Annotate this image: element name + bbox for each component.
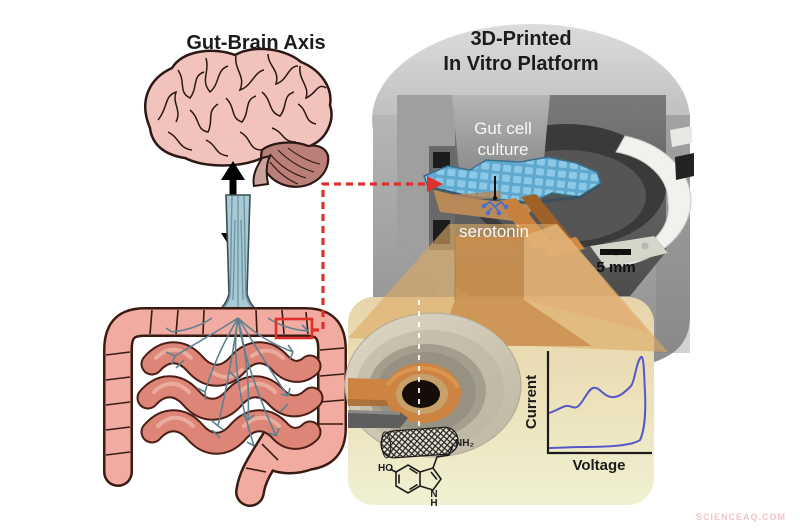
carbon-nanotube <box>380 426 459 459</box>
serotonin-release: serotonin <box>459 176 529 241</box>
amine-label: NH₂ <box>455 438 474 449</box>
cerebellum <box>260 141 330 188</box>
working-electrode-center <box>402 380 440 408</box>
vagus-nerve-bundle <box>209 194 267 317</box>
cv-curve <box>548 355 647 449</box>
hydroxyl-label: HO <box>378 463 393 474</box>
scale-bar: 5 mm <box>596 249 636 276</box>
graph-xlabel: Voltage <box>572 457 625 474</box>
haustra-notches <box>105 309 345 473</box>
serotonin-label: serotonin <box>459 222 529 241</box>
nerve-branches <box>165 317 309 447</box>
brain-illustration <box>144 47 333 188</box>
gut-brain-axis-title: Gut-Brain Axis <box>186 32 325 54</box>
electrode-disc <box>344 312 522 458</box>
cerebellum-striations <box>269 147 321 185</box>
graph-ylabel: Current <box>523 375 540 429</box>
gut-cell-label-line2: culture <box>477 140 528 159</box>
intestines-illustration <box>103 307 347 507</box>
serotonin-structure: HO NH₂ N H <box>378 438 474 509</box>
brainstem <box>252 154 272 188</box>
brain-gyri-lines <box>157 53 327 157</box>
culture-column <box>452 95 550 170</box>
watermark: SCIENCEAQ.COM <box>695 512 786 522</box>
voltammogram-graph: Current Voltage <box>523 351 652 474</box>
clamp-tab <box>670 126 692 147</box>
connector-arrowhead <box>427 176 443 192</box>
nitrogen-label: N <box>430 489 437 500</box>
device-title-line1: 3D-Printed <box>470 28 571 50</box>
graph-axes <box>546 351 652 455</box>
zoom-connector <box>312 176 443 332</box>
hydrogen-label: H <box>430 498 437 509</box>
serotonin-molecules-icon <box>481 200 509 216</box>
device-title-line2: In Vitro Platform <box>443 53 598 75</box>
slot-notch-top <box>433 152 450 168</box>
screw-hole <box>641 242 649 250</box>
large-intestine <box>105 309 345 505</box>
scale-bar-label: 5 mm <box>596 259 635 276</box>
small-intestine <box>136 341 324 455</box>
right-notch <box>675 153 694 180</box>
gut-cell-label-line1: Gut cell <box>474 119 532 138</box>
